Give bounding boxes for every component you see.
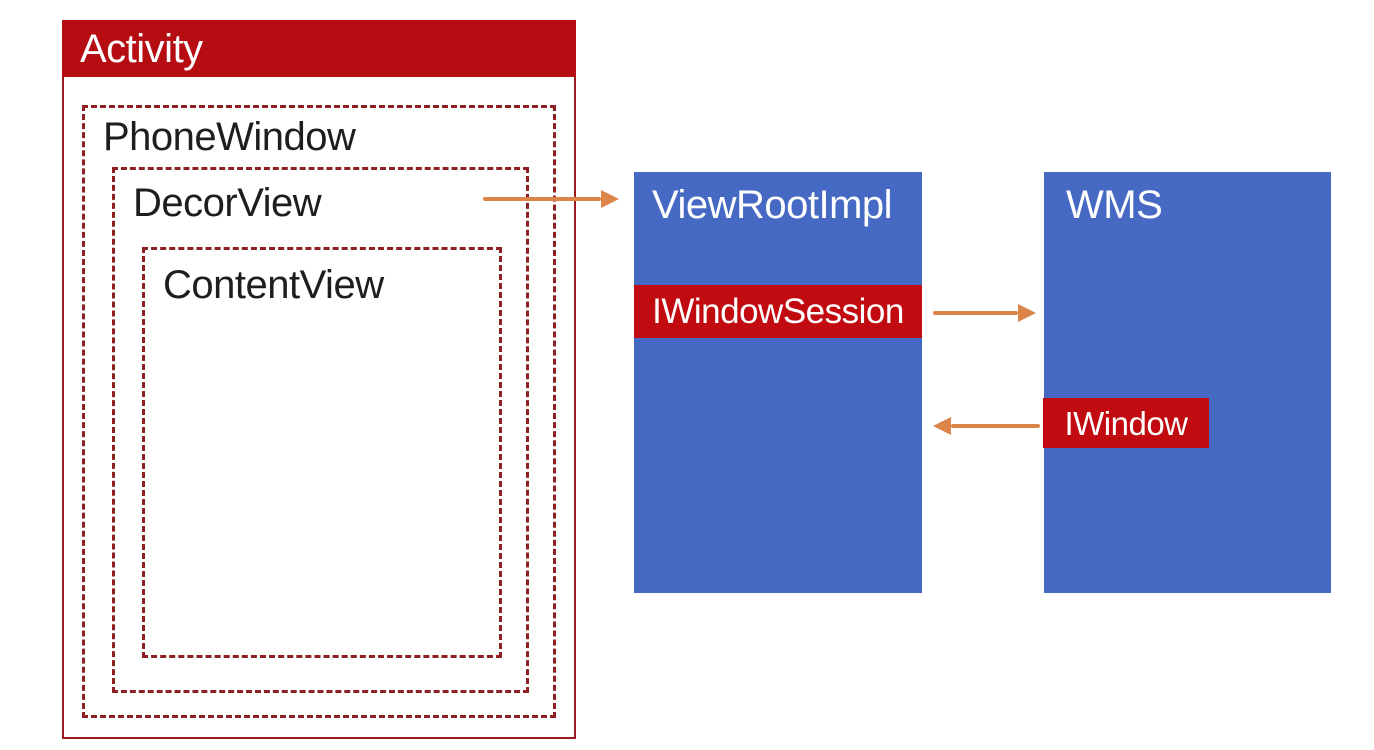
arrow-head-left-icon — [933, 417, 951, 435]
wms-label: WMS — [1066, 183, 1163, 227]
activity-box: Activity PhoneWindow DecorView ContentVi… — [62, 20, 576, 739]
activity-label: Activity — [80, 26, 203, 71]
decorview-box: DecorView ContentView — [112, 167, 529, 693]
decorview-label: DecorView — [133, 181, 322, 225]
contentview-label: ContentView — [163, 263, 384, 307]
arrow-line — [933, 311, 1018, 315]
activity-header: Activity — [62, 20, 576, 77]
arrow-head-right-icon — [1018, 304, 1036, 322]
arrow-head-right-icon — [601, 190, 619, 208]
viewrootimpl-box: ViewRootImpl IWindowSession — [634, 172, 922, 593]
iwindow-label: IWindow — [1064, 404, 1188, 442]
iwindow-band: IWindow — [1043, 398, 1209, 448]
iwindowsession-band: IWindowSession — [634, 285, 922, 338]
contentview-box: ContentView — [142, 247, 502, 658]
phonewindow-box: PhoneWindow DecorView ContentView — [82, 105, 556, 718]
iwindowsession-label: IWindowSession — [652, 292, 904, 331]
wms-box: WMS IWindow — [1043, 172, 1331, 593]
arrow-line — [951, 424, 1040, 428]
phonewindow-label: PhoneWindow — [103, 115, 356, 159]
viewrootimpl-label: ViewRootImpl — [652, 183, 893, 227]
